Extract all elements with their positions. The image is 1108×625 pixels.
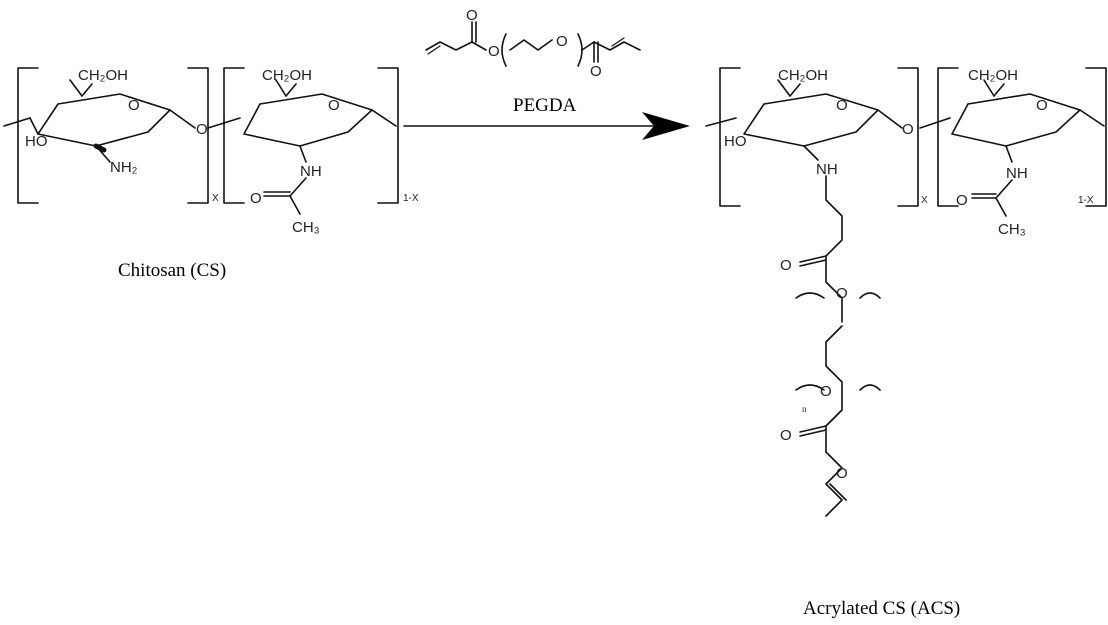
chain-oxygen-label: O	[820, 383, 832, 400]
carbonyl-oxygen-label: O	[780, 257, 792, 274]
repeat-n-label: n	[802, 404, 807, 414]
ring-oxygen-label: O	[1036, 97, 1048, 114]
reagent-name: PEGDA	[513, 95, 577, 116]
bracket-right	[187, 67, 209, 204]
chitosan-structure: CH₂OH HO NH₂ O O X CH₂OH O NH O CH₃ 1-X	[3, 67, 419, 236]
amine-label: NH₂	[110, 159, 138, 176]
acetylglucosamine-ring	[207, 79, 397, 215]
glycosidic-oxygen-label: O	[902, 121, 914, 138]
pegda-carbonyl-oxygen: O	[590, 63, 602, 80]
ring-oxygen-label: O	[836, 97, 848, 114]
ch2oh-label: CH₂OH	[262, 67, 312, 84]
carbonyl-oxygen-label: O	[780, 427, 792, 444]
ester-oxygen-label: O	[836, 285, 848, 302]
methyl-label: CH₃	[998, 221, 1026, 238]
bracket-left	[17, 67, 39, 204]
ring-oxygen-label: O	[128, 97, 140, 114]
glycosidic-oxygen-label: O	[196, 121, 208, 138]
repeat-index-x: X	[921, 195, 928, 206]
bracket-left	[937, 67, 959, 207]
bracket-left	[719, 67, 741, 207]
pegda-structure	[425, 21, 641, 67]
carbonyl-oxygen-label: O	[250, 190, 262, 207]
amide-nh-label: NH	[300, 163, 322, 180]
pegda-ester-oxygen: O	[488, 43, 500, 60]
acrylated-chitosan-structure: CH₂OH HO NH O O X O O O n O O CH₂OH O NH…	[705, 67, 1107, 517]
bracket-right	[377, 67, 399, 204]
amine-label: NH	[816, 161, 838, 178]
repeat-index-x: X	[212, 193, 219, 204]
ch2oh-label: CH₂OH	[778, 67, 828, 84]
ch2oh-label: CH₂OH	[78, 67, 128, 84]
hydroxyl-label: HO	[724, 133, 747, 150]
glucosamine-ring	[3, 79, 196, 163]
bracket-right	[1085, 67, 1107, 207]
hydroxyl-label: HO	[25, 133, 48, 150]
amide-nh-label: NH	[1006, 165, 1028, 182]
reaction-arrow	[403, 112, 690, 140]
pegda-carbonyl-oxygen: O	[466, 7, 478, 24]
bracket-right	[897, 67, 919, 207]
acetylglucosamine-ring	[919, 79, 1105, 217]
bracket-left	[223, 67, 245, 204]
ch2oh-label: CH₂OH	[968, 67, 1018, 84]
carbonyl-oxygen-label: O	[956, 192, 968, 209]
glucosamine-ring	[705, 79, 903, 517]
ring-oxygen-label: O	[328, 97, 340, 114]
pegda-ether-oxygen: O	[556, 33, 568, 50]
reactant-name: Chitosan (CS)	[118, 260, 226, 281]
product-name: Acrylated CS (ACS)	[803, 598, 960, 619]
repeat-index-1-x: 1-X	[403, 193, 419, 204]
ester-oxygen-label: O	[836, 465, 848, 482]
repeat-index-1-x: 1-X	[1078, 195, 1094, 206]
methyl-label: CH₃	[292, 219, 320, 236]
